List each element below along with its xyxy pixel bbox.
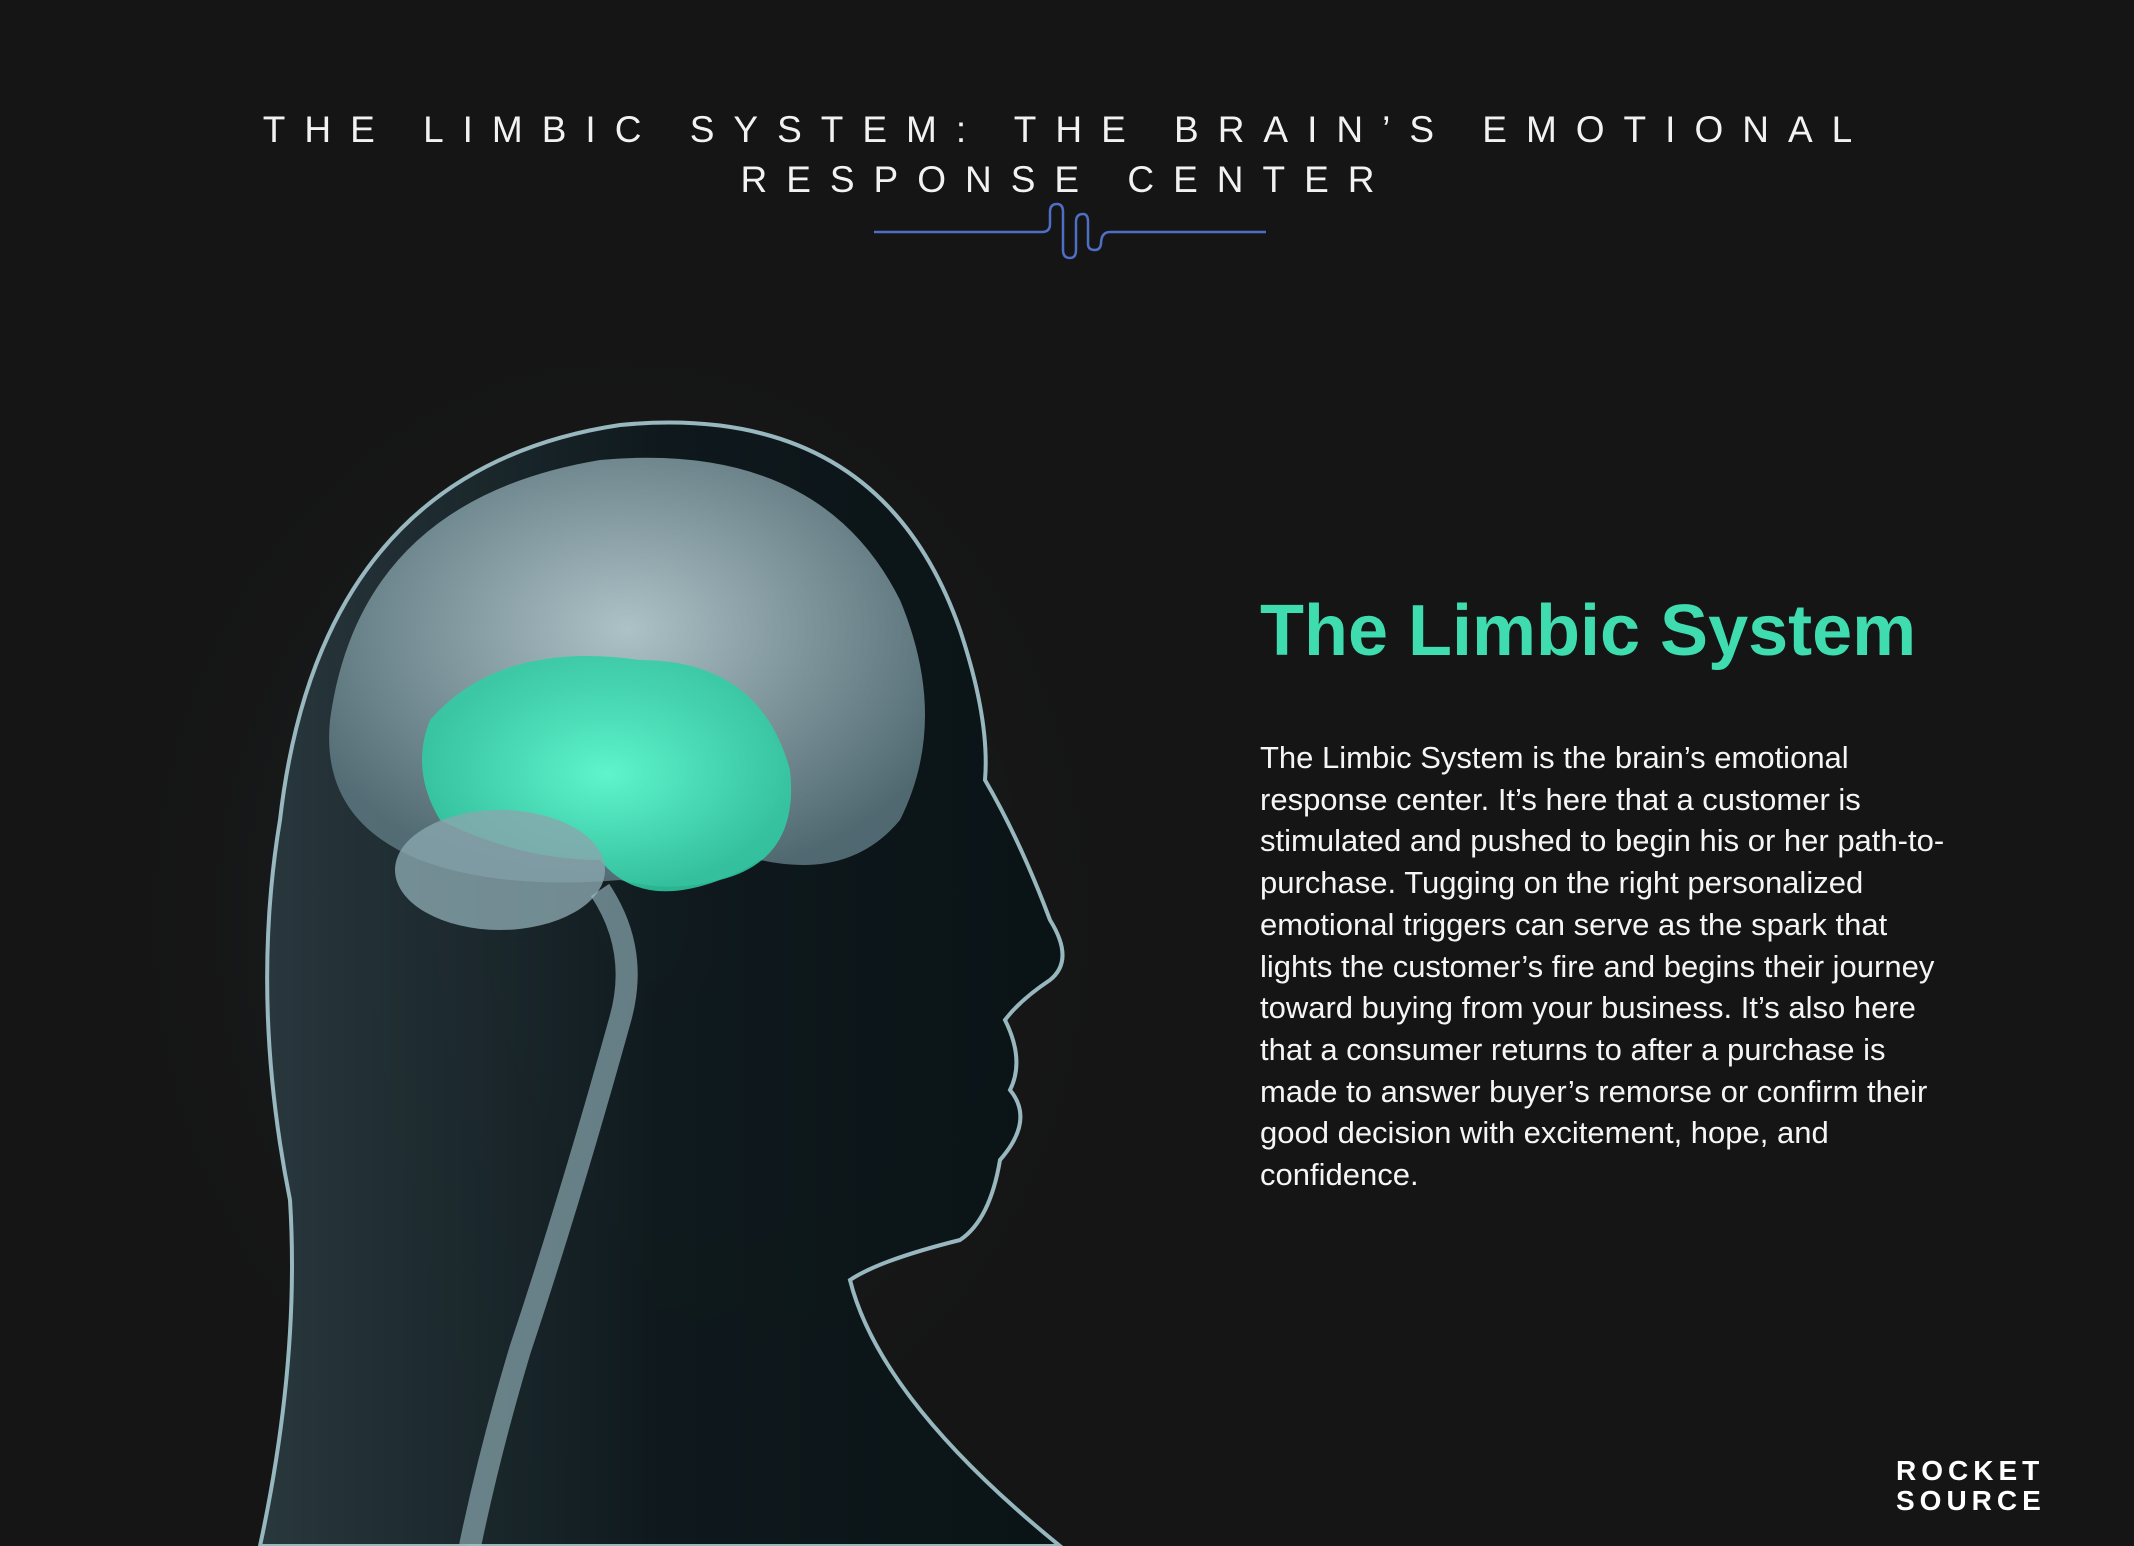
wave-divider-icon	[874, 202, 1266, 260]
section-body: The Limbic System is the brain’s emotion…	[1260, 740, 1945, 1193]
title-line-1: THE LIMBIC SYSTEM: THE BRAIN’S EMOTIONAL	[262, 108, 1872, 150]
rocketsource-logo: ROCKET SOURCE	[1896, 1456, 2046, 1516]
section-heading: The Limbic System	[1260, 591, 1917, 671]
logo-line-1: ROCKET	[1896, 1455, 2045, 1486]
title-line-2: RESPONSE CENTER	[740, 158, 1394, 200]
page-title: THE LIMBIC SYSTEM: THE BRAIN’S EMOTIONAL…	[0, 105, 2134, 205]
head-brain-illustration	[100, 300, 1140, 1546]
logo-line-2: SOURCE	[1896, 1485, 2046, 1516]
